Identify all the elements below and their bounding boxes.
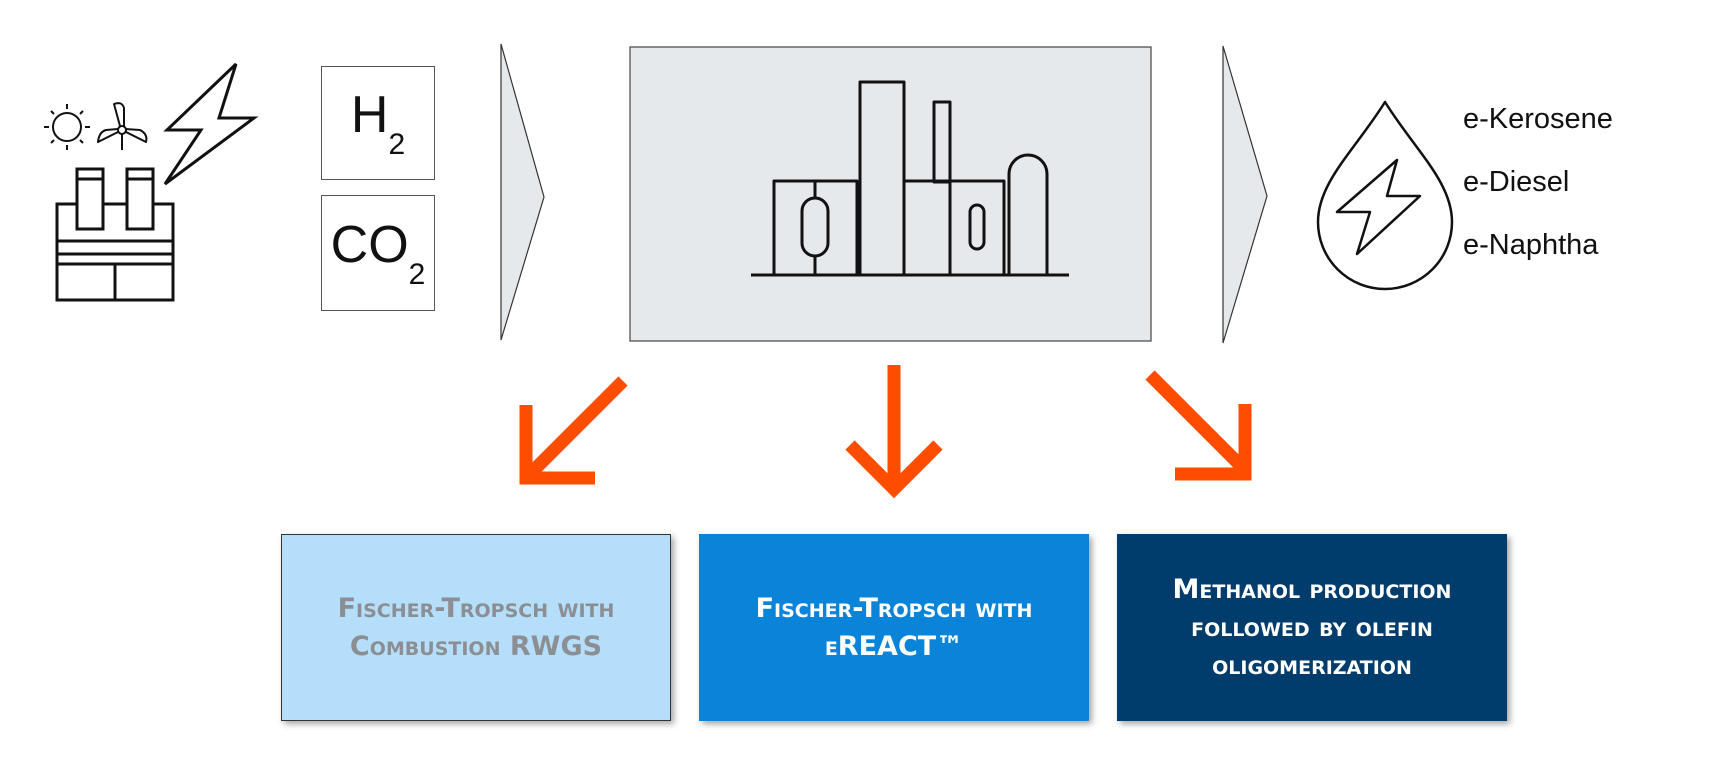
route-box-methanol: Methanol production followed by olefin o… <box>1117 534 1507 721</box>
product-list: e-Kerosene e-Diesel e-Naphtha <box>1463 98 1613 287</box>
arrow-down <box>845 365 943 499</box>
arrow-left-down <box>519 376 628 485</box>
arrow-right-down <box>1145 370 1252 481</box>
h2-label: H2 <box>350 85 406 161</box>
route-box-combustion-rwgs: Fischer-Tropsch with Combustion RWGS <box>281 534 671 721</box>
power-plant-icon <box>55 167 175 302</box>
h2-input-box: H2 <box>321 66 435 180</box>
flow-chevron-in <box>500 43 545 341</box>
product-item: e-Kerosene <box>1463 103 1613 135</box>
route-label: Fischer-Tropsch with eREACT™ <box>755 592 1033 662</box>
refinery-icon <box>751 80 1069 277</box>
co2-input-box: CO2 <box>321 195 435 311</box>
route-label: Methanol production followed by olefin o… <box>1172 573 1452 681</box>
fuel-drop-icon <box>1316 100 1454 291</box>
route-label: Fischer-Tropsch with Combustion RWGS <box>337 592 615 662</box>
product-item: e-Naphtha <box>1463 229 1599 261</box>
product-item: e-Diesel <box>1463 166 1570 198</box>
sun-icon <box>44 104 90 150</box>
route-arrows <box>519 365 1252 499</box>
lightning-icon <box>163 62 259 186</box>
co2-label: CO2 <box>330 215 426 291</box>
wind-turbine-icon <box>97 102 148 150</box>
route-box-ereact: Fischer-Tropsch with eREACT™ <box>699 534 1089 721</box>
flow-chevron-out <box>1222 45 1268 344</box>
process-box <box>629 46 1152 342</box>
